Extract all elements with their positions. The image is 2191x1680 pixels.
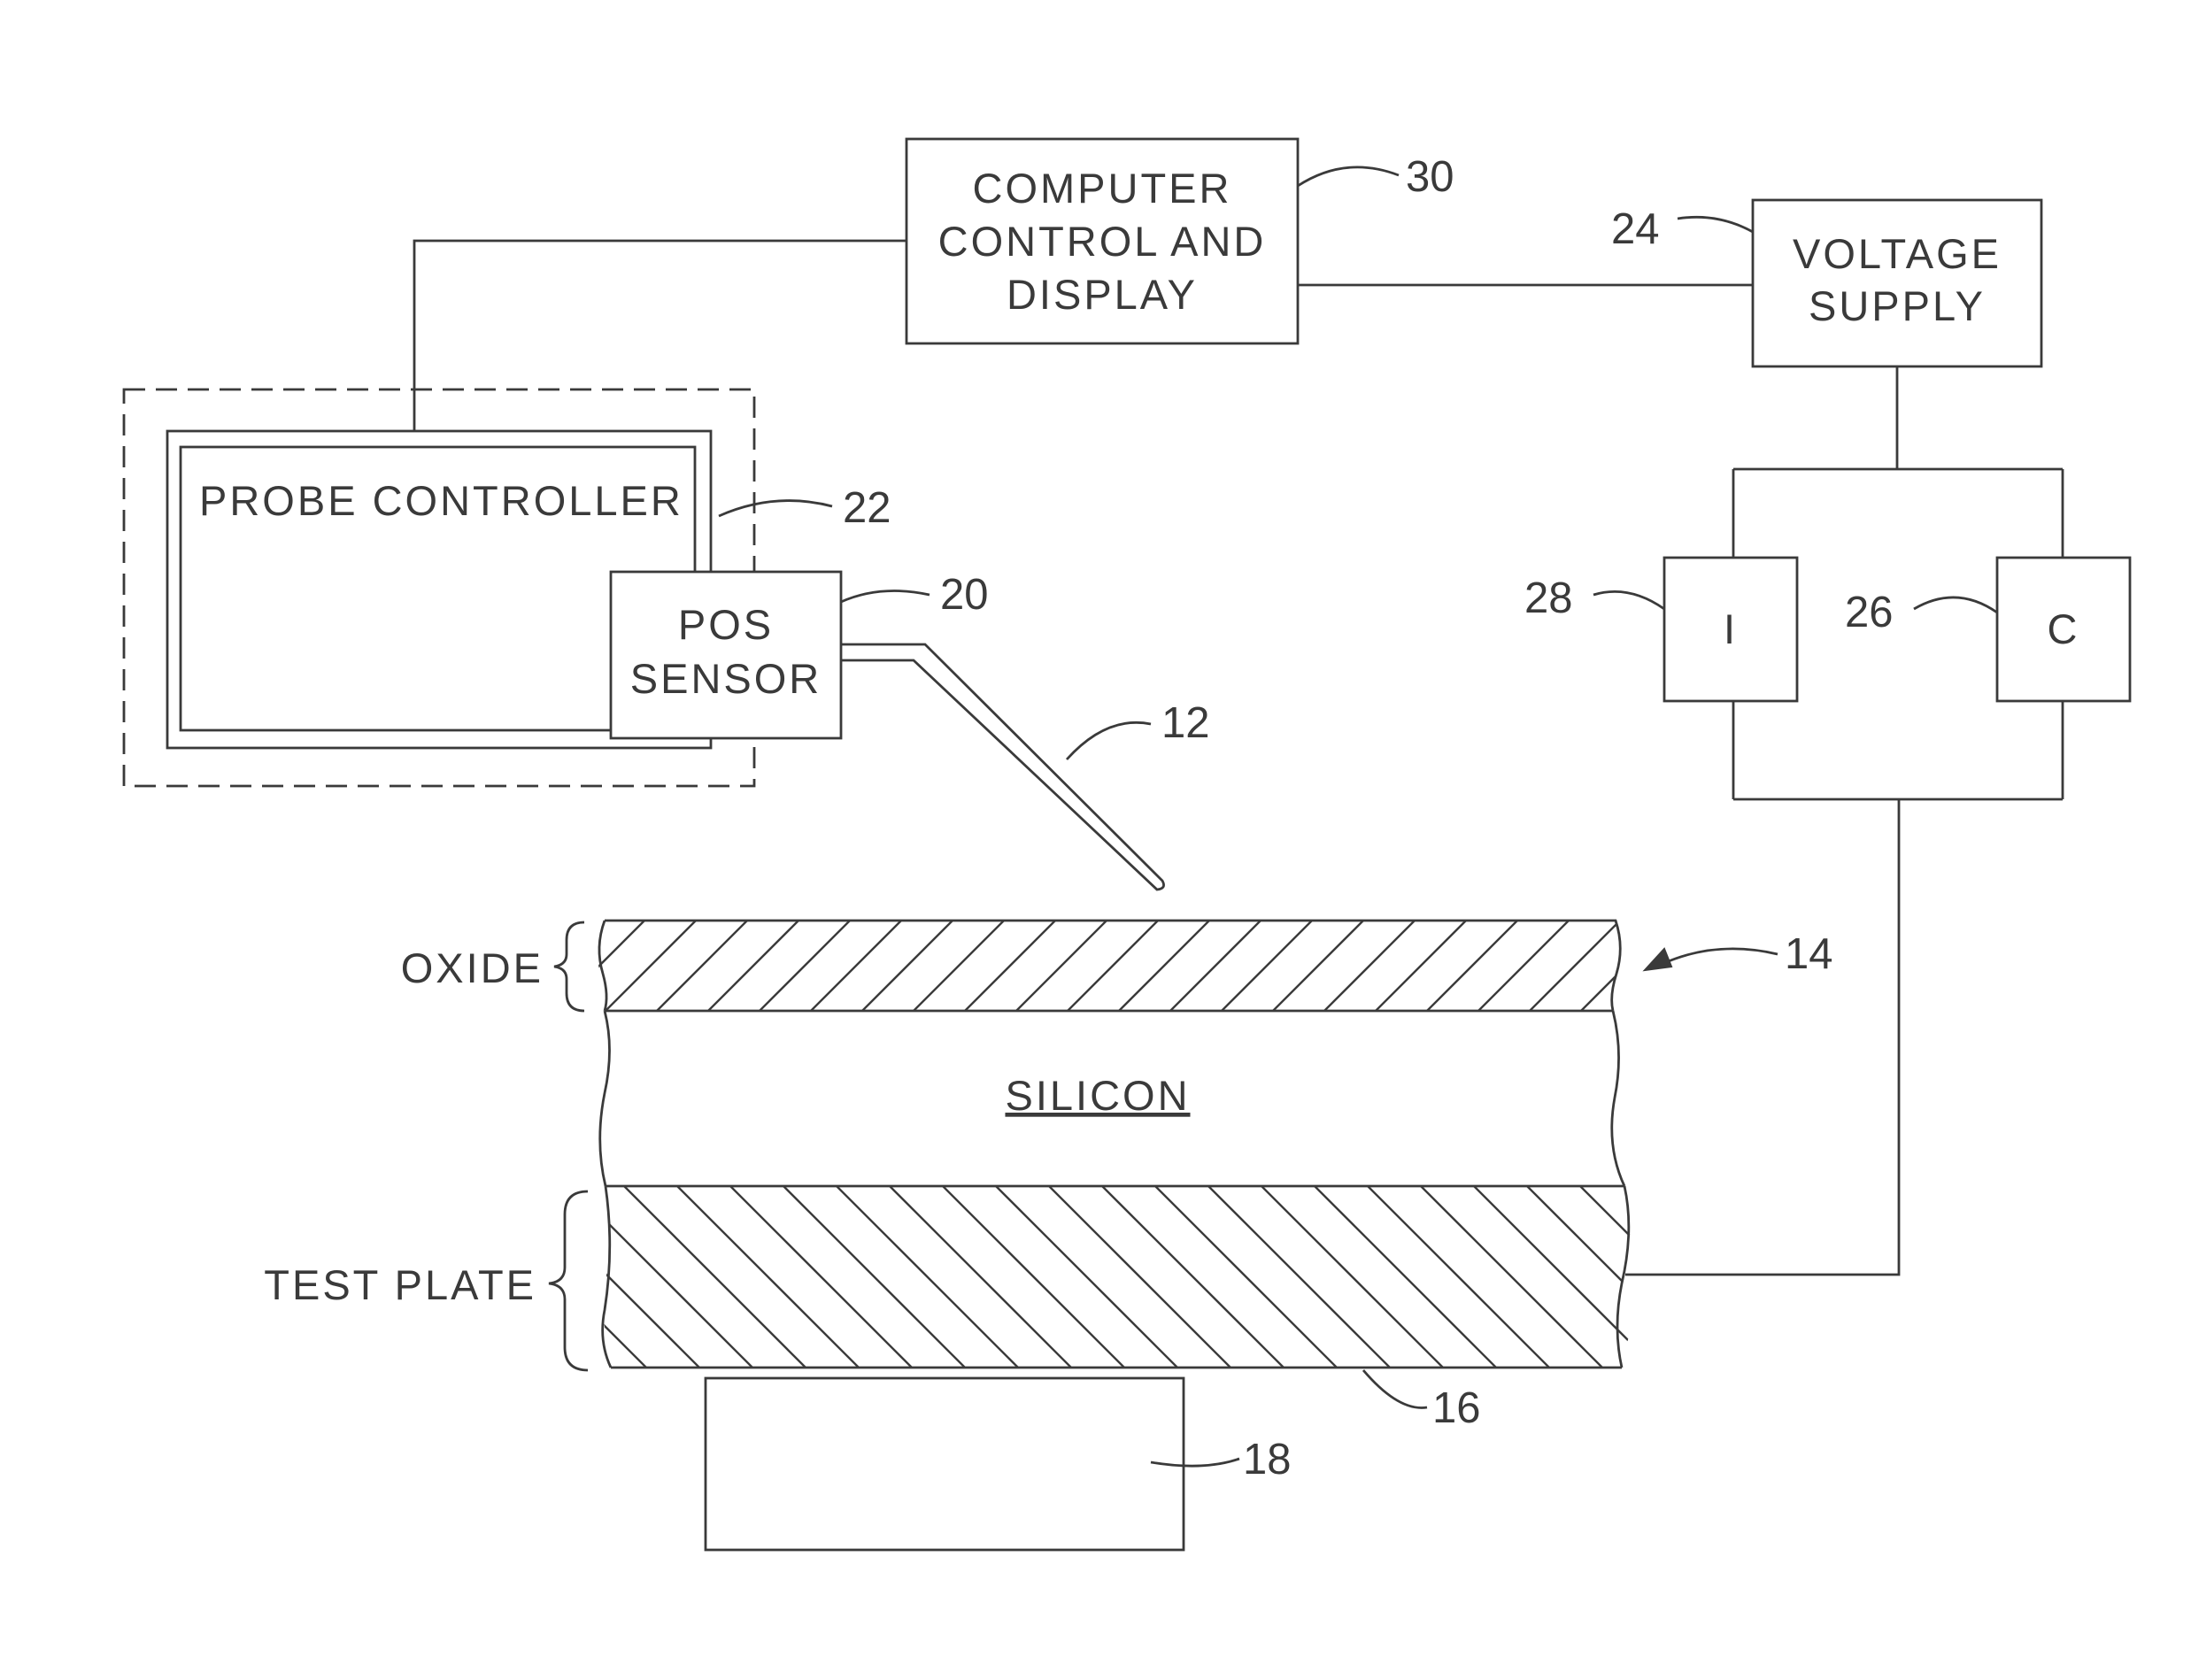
ref-24: 24 [1611,205,1660,253]
computer-label-line2: CONTROL AND [938,218,1267,265]
leader-18 [1151,1459,1239,1466]
ref-20: 20 [940,571,989,619]
hatch-line [837,1186,1018,1368]
hatch-line [1633,1186,1815,1368]
hatch-line [1049,1186,1231,1368]
computer-control-display-block: COMPUTER CONTROL AND DISPLAY [906,139,1298,343]
voltage-supply-label-line2: SUPPLY [1809,282,1986,329]
hatch-line [1016,921,1107,1011]
leader-14 [1664,949,1778,963]
ref-16: 16 [1432,1384,1481,1432]
computer-label-line1: COMPUTER [973,165,1232,212]
wire-computer-to-probe-controller [414,241,906,431]
ref-30: 30 [1406,153,1454,201]
leader-12 [1067,722,1151,759]
ref-12: 12 [1161,699,1210,747]
hatch-line [1102,1186,1284,1368]
hatch-line [1684,921,1774,1011]
oxide-brace [554,922,584,1011]
test-plate-hatching [412,1186,1974,1368]
hatch-line [1478,921,1569,1011]
hatch-line [1368,1186,1549,1368]
hatch-line [1530,921,1620,1011]
pos-sensor-block: POS SENSOR [611,572,841,738]
leader-24 [1678,217,1753,232]
leader-16 [1363,1370,1427,1407]
ref-14: 14 [1785,930,1833,978]
hatch-line [624,1186,806,1368]
hatch-line [677,1186,859,1368]
silicon-label: SILICON [1005,1072,1190,1119]
capacitance-meter-block: C [1997,558,2130,701]
pos-sensor-label-line2: SENSOR [630,655,822,702]
oxide-hatching [503,921,1774,1011]
oxide-layer [503,921,1774,1011]
hatch-line [914,921,1004,1011]
current-meter-block: I [1664,558,1797,701]
hatch-line [1155,1186,1337,1368]
ref-22: 22 [843,484,891,532]
voltage-supply-block: VOLTAGE SUPPLY [1753,200,2041,366]
arrowhead-14 [1645,949,1671,970]
hatch-line [606,921,696,1011]
hatch-line [811,921,901,1011]
hatch-line [1315,1186,1496,1368]
voltage-supply-label-line1: VOLTAGE [1793,230,2002,277]
hatch-line [862,921,953,1011]
hatch-line [571,1186,752,1368]
hatch-line [1273,921,1363,1011]
wire-branch-to-test-plate [1625,799,1899,1275]
hatch-line [1686,1186,1868,1368]
leader-30 [1298,167,1399,186]
leader-28 [1593,591,1664,609]
hatch-line [1793,1186,1974,1368]
leader-26 [1914,597,1997,613]
hatch-line [1740,1186,1921,1368]
hatch-line [730,1186,912,1368]
computer-label-line3: DISPLAY [1007,271,1198,318]
hatch-line [708,921,798,1011]
hatch-line [890,1186,1071,1368]
hatch-line [1208,1186,1390,1368]
leader-22 [719,501,832,516]
test-plate-label: TEST PLATE [264,1261,536,1308]
ref-26: 26 [1845,589,1894,636]
support-block [706,1378,1184,1550]
hatch-line [943,1186,1124,1368]
pos-sensor-label-line1: POS [678,601,774,648]
hatch-line [1068,921,1158,1011]
hatch-line [760,921,850,1011]
ref-28: 28 [1524,574,1573,622]
test-plate-brace [549,1191,588,1370]
hatch-line [1632,921,1723,1011]
hatch-line [1261,1186,1443,1368]
hatch-line [1324,921,1415,1011]
hatch-line [1119,921,1209,1011]
hatch-line [996,1186,1177,1368]
test-plate-layer [412,1186,1974,1368]
silicon-layer: SILICON [600,1011,1624,1186]
probe-controller-label: PROBE CONTROLLER [199,477,683,524]
probe-needle [841,644,1164,890]
hatch-line [1580,1186,1762,1368]
hatch-line [657,921,747,1011]
capacitance-meter-label: C [2048,605,2080,652]
hatch-line [965,921,1055,1011]
oxide-label: OXIDE [401,944,544,991]
hatch-line [1427,921,1517,1011]
hatch-line [1222,921,1312,1011]
ref-18: 18 [1243,1436,1292,1483]
hatch-line [1170,921,1261,1011]
hatch-line [783,1186,965,1368]
hatch-line [1421,1186,1602,1368]
current-meter-label: I [1724,605,1738,652]
leader-20 [841,591,930,603]
hatch-line [1376,921,1466,1011]
